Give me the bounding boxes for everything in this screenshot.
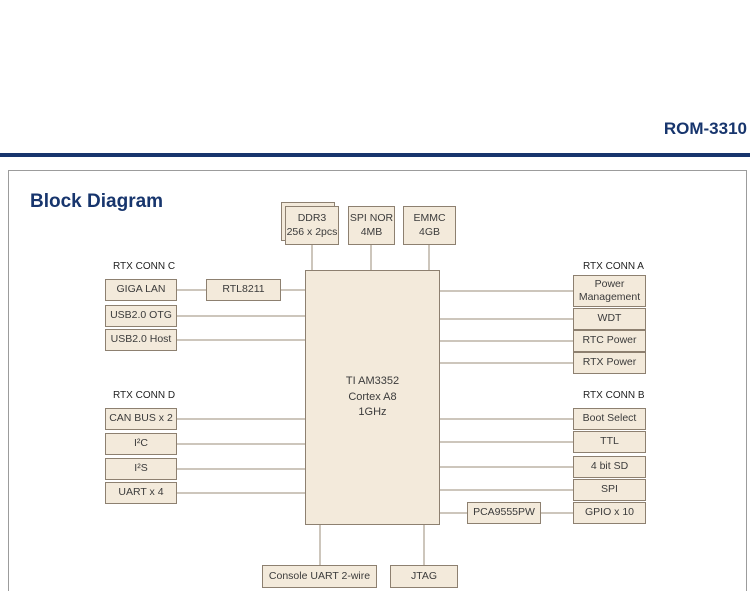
rtl8211-box: RTL8211 — [206, 279, 281, 301]
i2c-box: I²C — [105, 433, 177, 455]
usb2-host-box: USB2.0 Host — [105, 329, 177, 351]
rtc-power-box: RTC Power — [573, 330, 646, 352]
boot-select-box: Boot Select — [573, 408, 646, 430]
conn-c-label: RTX CONN C — [113, 261, 176, 272]
conn-a-label: RTX CONN A — [583, 261, 644, 272]
spi-box: SPI — [573, 479, 646, 501]
rtx-power-box: RTX Power — [573, 352, 646, 374]
product-title: ROM-3310 — [663, 119, 747, 138]
uart-box: UART x 4 — [105, 482, 177, 504]
ddr3-box: DDR3 256 x 2pcs — [285, 206, 339, 245]
section-title: Block Diagram — [30, 191, 164, 212]
pca9555pw-box: PCA9555PW — [467, 502, 541, 524]
header-divider — [0, 153, 750, 157]
can-bus-box: CAN BUS x 2 — [105, 408, 177, 430]
conn-b-label: RTX CONN B — [583, 390, 645, 401]
console-uart-box: Console UART 2-wire — [262, 565, 377, 588]
cpu-box: TI AM3352 Cortex A8 1GHz — [305, 270, 440, 525]
usb2-otg-box: USB2.0 OTG — [105, 305, 177, 327]
4bit-sd-box: 4 bit SD — [573, 456, 646, 478]
emmc-box: EMMC 4GB — [403, 206, 456, 245]
wdt-box: WDT — [573, 308, 646, 330]
jtag-box: JTAG — [390, 565, 458, 588]
giga-lan-box: GIGA LAN — [105, 279, 177, 301]
ttl-box: TTL — [573, 431, 646, 453]
i2s-box: I²S — [105, 458, 177, 480]
spi-nor-box: SPI NOR 4MB — [348, 206, 395, 245]
gpio-box: GPIO x 10 — [573, 502, 646, 524]
power-management-box: Power Management — [573, 275, 646, 307]
conn-d-label: RTX CONN D — [113, 390, 176, 401]
